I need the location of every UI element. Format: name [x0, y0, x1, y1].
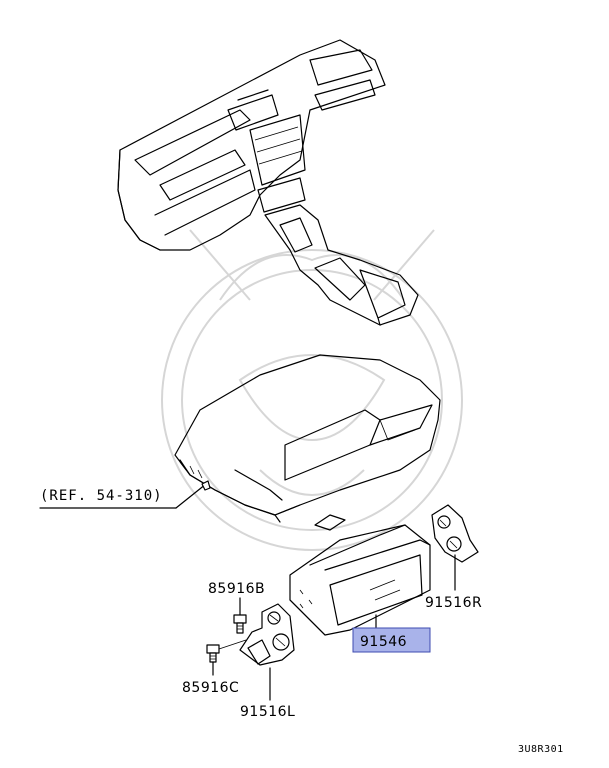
- meter-hood: [174, 354, 441, 531]
- part-85916B-label[interactable]: 85916B: [208, 581, 265, 597]
- diagram-code: 3U8R301: [518, 744, 564, 755]
- ref-callout: (REF. 54-310): [39, 480, 211, 509]
- part-91516R-label[interactable]: 91516R: [425, 595, 482, 611]
- part-91546-callout[interactable]: 91546: [352, 614, 431, 653]
- part-91516L-label[interactable]: 91516L: [240, 704, 295, 720]
- screw-85916C: 85916C: [182, 639, 247, 696]
- multi-info-display: [289, 524, 431, 636]
- part-91546-highlight[interactable]: [352, 627, 431, 653]
- dashboard-assembly: [117, 39, 419, 326]
- screw-85916B: 85916B: [208, 581, 265, 634]
- watermark-seal: [161, 229, 463, 551]
- bracket-right: 91516R: [425, 504, 482, 611]
- part-91546-label[interactable]: 91546: [360, 634, 407, 650]
- bracket-left: 91516L: [239, 603, 295, 720]
- ref-label: (REF. 54-310): [40, 488, 163, 504]
- part-85916C-label[interactable]: 85916C: [182, 680, 239, 696]
